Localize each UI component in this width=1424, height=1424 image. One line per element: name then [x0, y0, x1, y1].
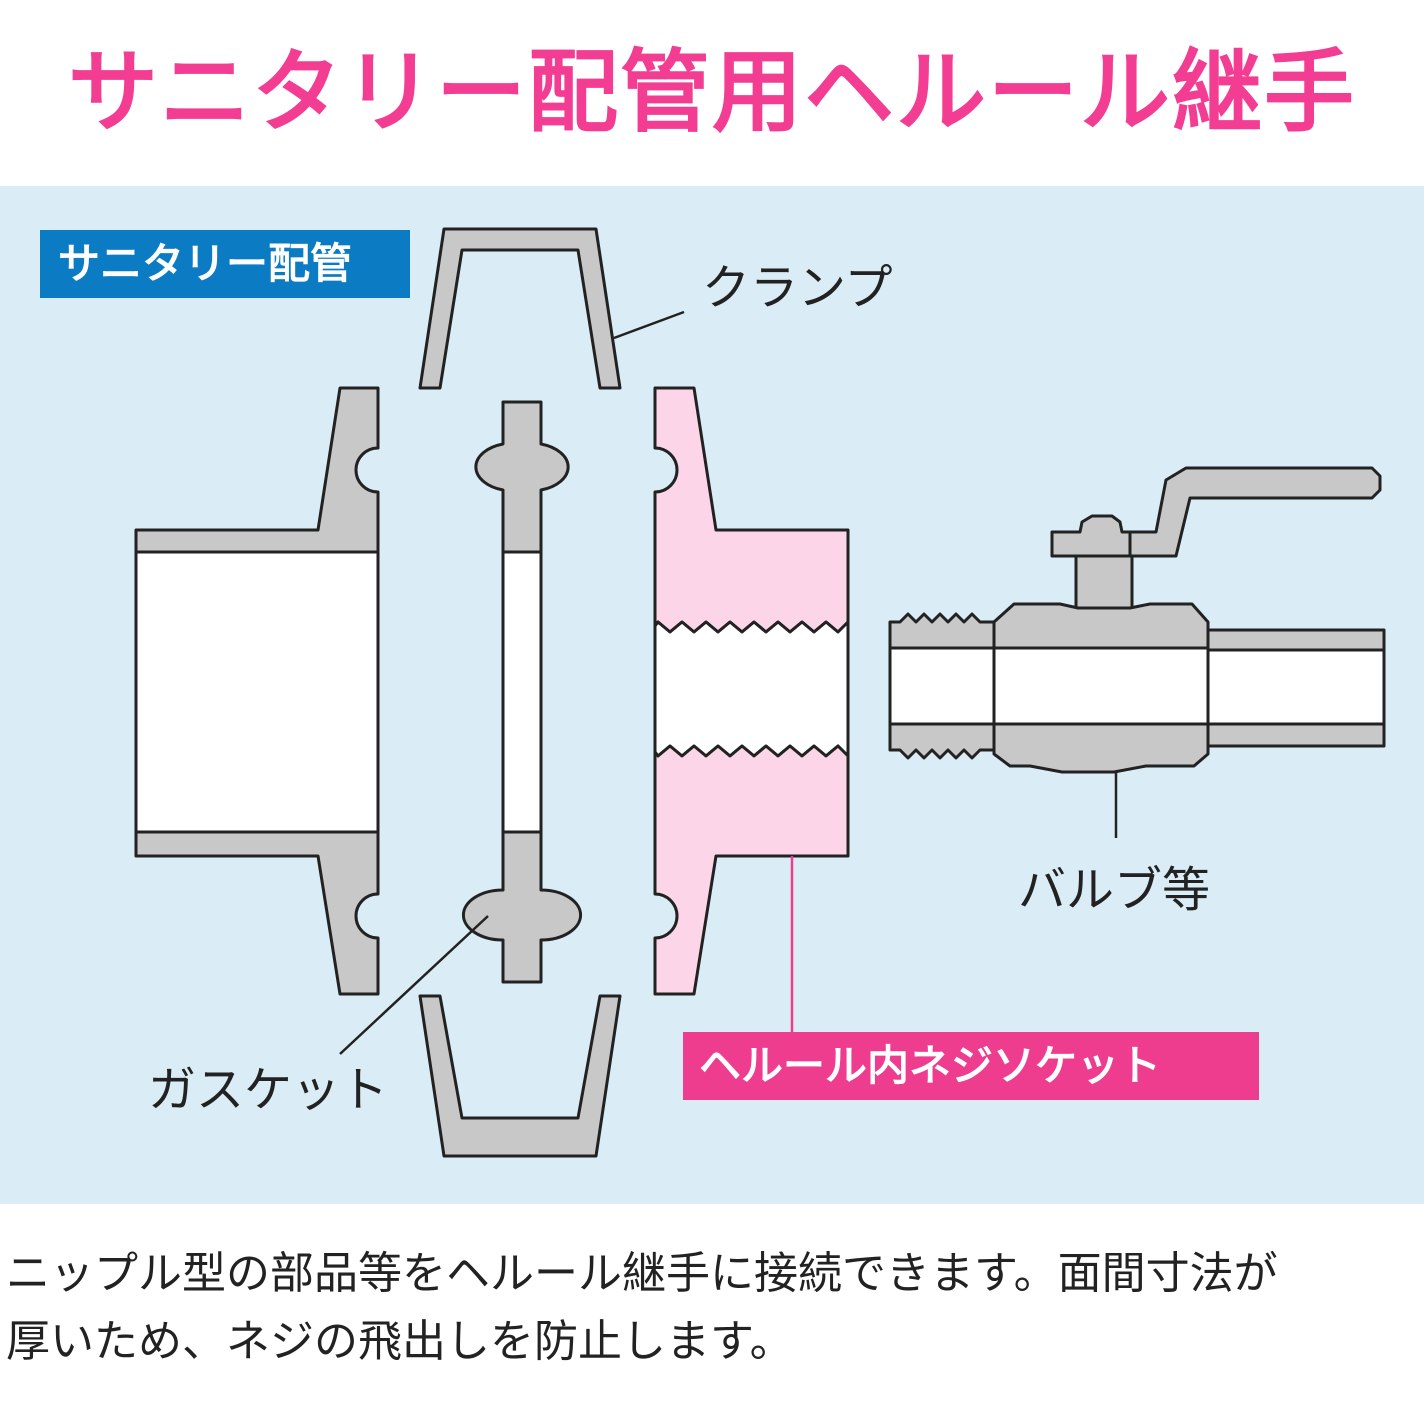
description-line-2: 厚いため、ネジの飛出しを防止します。: [6, 1316, 794, 1367]
valve-body-bore: [992, 646, 1210, 726]
valve-nipple-bottom: [888, 722, 996, 760]
clamp-leader-line: [613, 310, 685, 340]
gasket-label: ガスケット: [148, 1062, 389, 1118]
socket-bottom: [653, 744, 850, 996]
description-text: ニップル型の部品等をヘルール継手に接続できます。面間寸法が 厚いため、ネジの飛出…: [6, 1240, 1420, 1376]
valve-handle: [1128, 466, 1382, 558]
page-title: サニタリー配管用ヘルール継手: [68, 40, 1356, 145]
valve-outlet-bore: [1206, 648, 1386, 726]
valve-stem: [1050, 514, 1132, 558]
left-ferrule-bore: [134, 550, 380, 834]
diagram-panel: サニタリー配管 ヘルール内ネジソケット クランプ ガスケット バルブ等: [0, 186, 1424, 1204]
ferrule-socket-badge: ヘルール内ネジソケット: [683, 1032, 1259, 1100]
valve-outlet-top: [1206, 628, 1386, 652]
valve-nipple-bore: [888, 646, 996, 726]
gasket-bottom: [461, 830, 583, 984]
gasket-leader-line: [339, 915, 489, 1055]
gasket-bore: [501, 550, 543, 834]
left-ferrule-top: [134, 386, 380, 554]
valve-body-top: [992, 602, 1210, 650]
clamp-label: クランプ: [702, 260, 893, 316]
valve-neck: [1074, 554, 1134, 610]
valve-nipple-top: [888, 612, 996, 650]
socket-bore: [653, 620, 850, 758]
valve-label: バルブ等: [1018, 862, 1211, 918]
valve-body-bottom: [992, 722, 1210, 774]
clamp-bottom: [418, 994, 622, 1158]
valve-outlet-bottom: [1206, 722, 1386, 748]
left-ferrule-bottom: [134, 830, 380, 996]
description-line-1: ニップル型の部品等をヘルール継手に接続できます。面間寸法が: [6, 1248, 1278, 1299]
sanitary-piping-badge: サニタリー配管: [40, 230, 410, 298]
clamp-top: [418, 227, 622, 390]
